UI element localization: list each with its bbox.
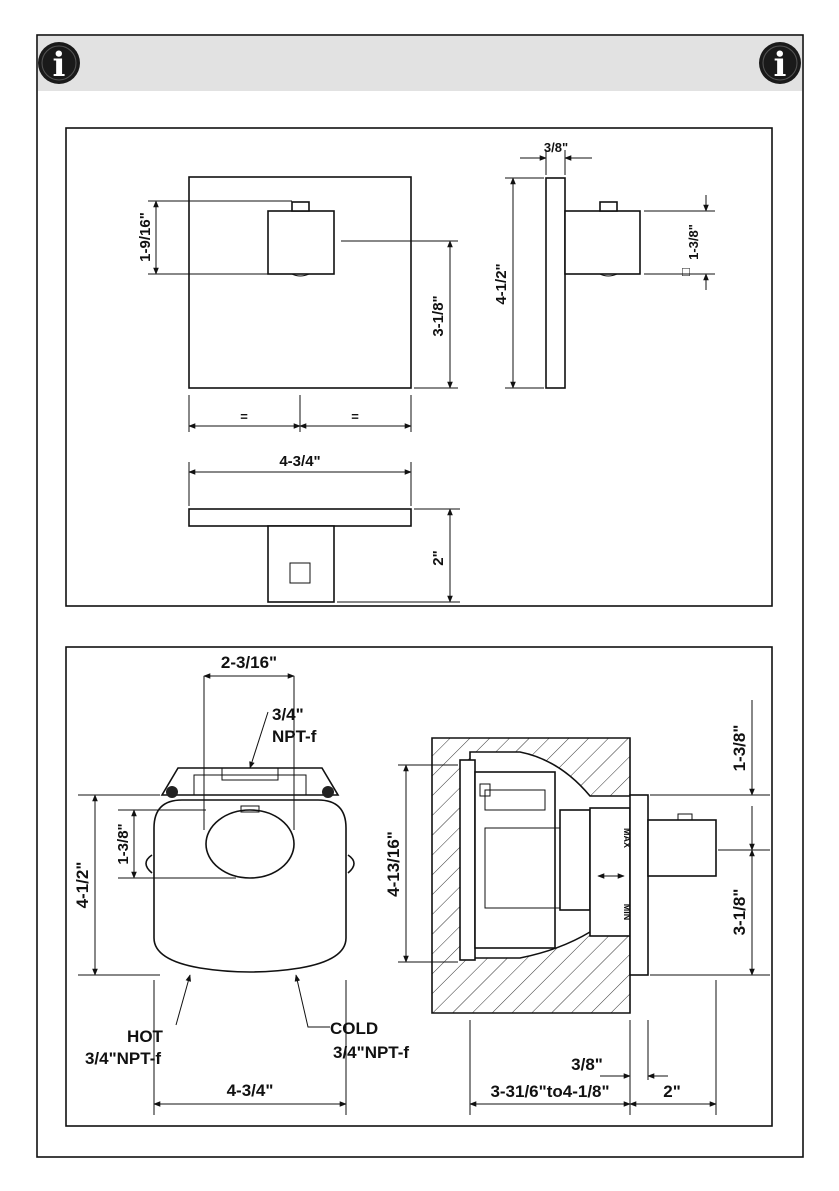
cold-label-2: 3/4"NPT-f <box>333 1043 409 1062</box>
top-handle <box>268 526 334 602</box>
handle-depth-label: 2" <box>663 1082 681 1101</box>
header-band <box>38 36 802 91</box>
inlet-spacing-label: 2-3/16" <box>221 653 277 672</box>
front-handle-label-bottom: 1-3/8" <box>115 823 132 864</box>
valve-front-view <box>146 768 354 972</box>
right-bottom-label: 3-1/8" <box>730 889 749 936</box>
front-width-label-bottom: 4-3/4" <box>227 1081 274 1100</box>
top-inlet-label-2: NPT-f <box>272 727 317 746</box>
depth-label: 2" <box>430 550 447 565</box>
page-frame <box>37 35 803 1157</box>
handle-size-label: 1-3/8" <box>686 224 701 260</box>
cold-label-1: COLD <box>330 1019 378 1038</box>
side-plate <box>546 178 565 388</box>
right-top-label: 1-3/8" <box>730 725 749 772</box>
wall-range-label: 3-31/6"to4-1/8" <box>490 1082 609 1101</box>
square-symbol: □ <box>682 264 690 279</box>
equal-right-label: = <box>351 409 359 424</box>
top-inlet-label-1: 3/4" <box>272 705 304 724</box>
plate-label: 3/8" <box>571 1055 603 1074</box>
svg-text:i: i <box>774 45 787 85</box>
top-panel: 1-9/16" 3-1/8" = = 4-3/4" 2" <box>66 128 772 606</box>
equal-left-label: = <box>240 409 248 424</box>
side-handle <box>565 211 640 274</box>
front-center-label: 3-1/8" <box>430 295 447 336</box>
front-height-label: 1-9/16" <box>137 212 154 262</box>
side-height-label: 4-1/2" <box>493 263 510 304</box>
valve-height-label: 4-13/16" <box>384 831 403 897</box>
hot-label-1: HOT <box>127 1027 164 1046</box>
valve-section-view: MAX MIN <box>432 738 716 1013</box>
front-handle <box>268 211 334 274</box>
side-thickness-label: 3/8" <box>544 140 568 155</box>
top-plate <box>189 509 411 526</box>
bottom-panel: 2-3/16" 3/4" NPT-f 4-1/2" 1-3/8" HOT 3/4… <box>66 647 772 1126</box>
hot-label-2: 3/4"NPT-f <box>85 1049 161 1068</box>
valve-knob <box>206 810 294 878</box>
front-height-label-bottom: 4-1/2" <box>73 862 92 909</box>
width-label: 4-3/4" <box>279 453 320 470</box>
svg-text:i: i <box>53 45 66 85</box>
